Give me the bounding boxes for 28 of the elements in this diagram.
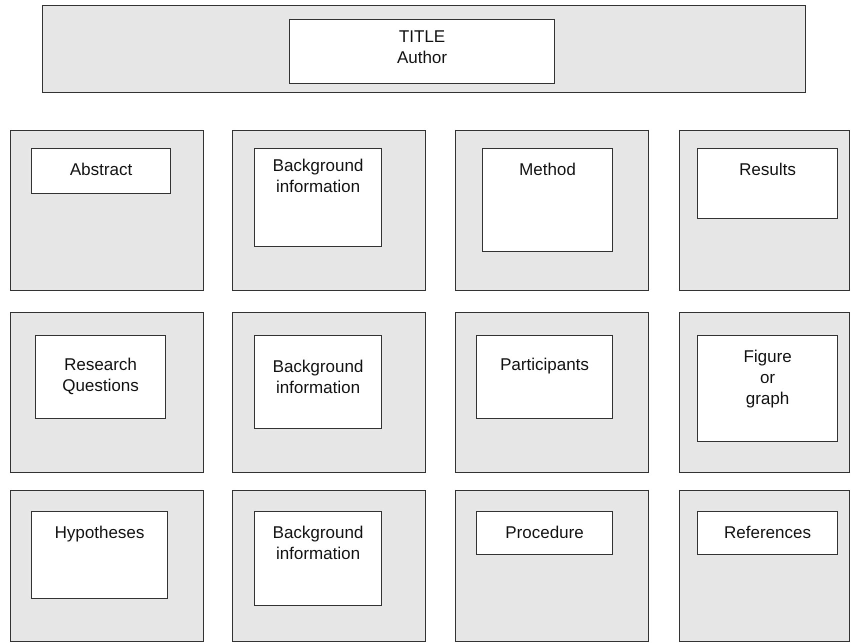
section-heading: Background information bbox=[254, 511, 382, 606]
poster-panel bbox=[455, 490, 649, 642]
section-heading: Participants bbox=[476, 335, 613, 419]
section-heading: Method bbox=[482, 148, 613, 252]
section-heading: Procedure bbox=[476, 511, 613, 555]
section-heading: Hypotheses bbox=[31, 511, 168, 599]
poster-panel bbox=[455, 130, 649, 291]
title-box bbox=[289, 19, 555, 84]
poster-panel bbox=[232, 490, 426, 642]
section-heading: Figure or graph bbox=[697, 335, 838, 442]
section-heading: Results bbox=[697, 148, 838, 219]
title-text: TITLE bbox=[398, 26, 446, 47]
section-heading: Research Questions bbox=[35, 335, 166, 419]
poster-panel bbox=[679, 490, 850, 642]
poster-panel bbox=[455, 312, 649, 473]
poster-panel bbox=[42, 5, 806, 93]
section-heading: Background information bbox=[254, 335, 382, 429]
poster-panel bbox=[232, 130, 426, 291]
section-heading: Background information bbox=[254, 148, 382, 247]
poster-panel bbox=[679, 130, 850, 291]
author-text: Author bbox=[396, 47, 448, 68]
poster-panel bbox=[232, 312, 426, 473]
poster-panel bbox=[10, 130, 204, 291]
section-heading: References bbox=[697, 511, 838, 555]
section-heading: Abstract bbox=[31, 148, 171, 194]
poster-panel bbox=[679, 312, 850, 473]
poster-panel bbox=[10, 312, 204, 473]
poster-panel bbox=[10, 490, 204, 642]
